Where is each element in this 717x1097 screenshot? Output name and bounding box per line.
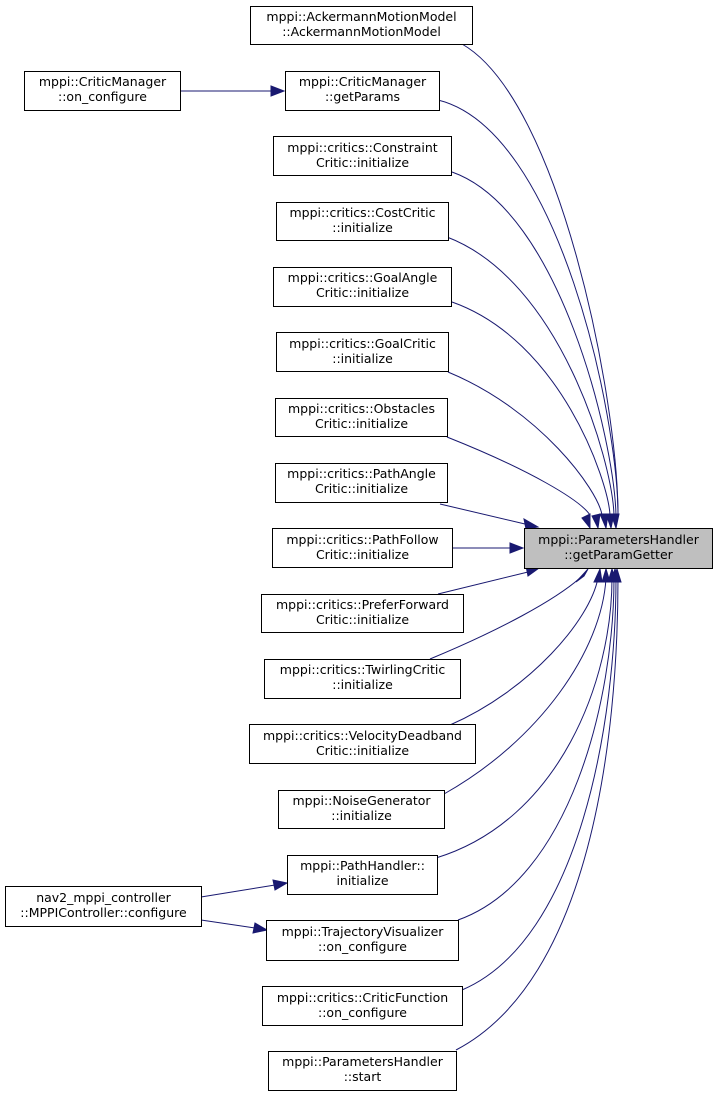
edge-pathhandler bbox=[435, 577, 613, 859]
node-pathfollow-line1: mppi::critics::PathFollow bbox=[286, 532, 438, 547]
arrowhead-pathfollow bbox=[509, 542, 525, 554]
node-criticfn[interactable]: mppi::critics::CriticFunction ::on_confi… bbox=[262, 986, 463, 1026]
node-noise-line1: mppi::NoiseGenerator bbox=[292, 793, 431, 808]
node-obstacles[interactable]: mppi::critics::Obstacles Critic::initial… bbox=[275, 398, 448, 437]
arrowhead-top-4 bbox=[591, 513, 601, 530]
node-focus-line1: mppi::ParametersHandler bbox=[538, 532, 700, 547]
edge-criticfn bbox=[461, 577, 617, 991]
node-noise[interactable]: mppi::NoiseGenerator ::initialize bbox=[278, 790, 445, 829]
node-pathangle[interactable]: mppi::critics::PathAngle Critic::initial… bbox=[275, 463, 448, 503]
node-cost[interactable]: mppi::critics::CostCritic ::initialize bbox=[276, 202, 449, 241]
node-velocity[interactable]: mppi::critics::VelocityDeadband Critic::… bbox=[249, 724, 476, 764]
node-preferforward-line1: mppi::critics::PreferForward bbox=[276, 597, 449, 612]
node-pathangle-line1: mppi::critics::PathAngle bbox=[287, 466, 436, 481]
node-trajviz-line2: ::on_configure bbox=[318, 939, 407, 954]
node-cost-line2: ::initialize bbox=[332, 220, 393, 235]
node-noise-line2: ::initialize bbox=[331, 808, 392, 823]
node-preferforward[interactable]: mppi::critics::PreferForward Critic::ini… bbox=[261, 594, 464, 633]
arrowhead-trajviz bbox=[252, 922, 269, 934]
node-cm-on-configure-line1: mppi::CriticManager bbox=[39, 74, 167, 89]
node-obstacles-line1: mppi::critics::Obstacles bbox=[288, 401, 435, 416]
node-pathhandler-line2: initialize bbox=[336, 873, 388, 888]
node-ackermann-line2: ::AckermannMotionModel bbox=[282, 24, 441, 39]
arrowheads bbox=[252, 85, 622, 934]
arrowhead-cm-getparams bbox=[270, 85, 286, 97]
edge-trajviz bbox=[457, 577, 615, 921]
edge-obstacles bbox=[446, 436, 591, 516]
edge-cost bbox=[446, 236, 615, 516]
node-constraint-line2: Critic::initialize bbox=[316, 155, 409, 170]
arrowhead-bottom-1 bbox=[575, 568, 589, 583]
arrowhead-top-5 bbox=[581, 513, 591, 530]
edge-ph-start bbox=[455, 577, 619, 1051]
node-constraint-line1: mppi::critics::Constraint bbox=[287, 140, 438, 155]
node-twirling-line1: mppi::critics::TwirlingCritic bbox=[280, 662, 446, 677]
edge-preferforward bbox=[437, 571, 529, 595]
node-cm-getparams-line1: mppi::CriticManager bbox=[299, 74, 427, 89]
edge-velocity bbox=[449, 577, 599, 726]
node-constraint[interactable]: mppi::critics::Constraint Critic::initia… bbox=[273, 136, 452, 176]
node-cm-getparams[interactable]: mppi::CriticManager ::getParams bbox=[285, 71, 440, 111]
edges bbox=[180, 43, 619, 1051]
node-pathhandler-line1: mppi::PathHandler:: bbox=[300, 858, 425, 873]
node-cm-on-configure-line2: ::on_configure bbox=[58, 89, 147, 104]
node-ackermann[interactable]: mppi::AckermannMotionModel ::AckermannMo… bbox=[250, 6, 473, 45]
node-goalangle-line2: Critic::initialize bbox=[316, 285, 409, 300]
node-goal-line1: mppi::critics::GoalCritic bbox=[289, 336, 436, 351]
node-pathhandler[interactable]: mppi::PathHandler:: initialize bbox=[287, 855, 438, 895]
edge-constraint bbox=[451, 171, 617, 516]
node-nav2-configure[interactable]: nav2_mppi_controller ::MPPIController::c… bbox=[5, 886, 202, 927]
node-focus-line2: ::getParamGetter bbox=[564, 547, 673, 562]
edge-pathangle bbox=[439, 503, 526, 525]
node-goal-line2: ::initialize bbox=[332, 351, 393, 366]
edge-twirling bbox=[429, 577, 581, 660]
node-velocity-line2: Critic::initialize bbox=[316, 743, 409, 758]
node-goalangle[interactable]: mppi::critics::GoalAngle Critic::initial… bbox=[273, 267, 452, 307]
node-twirling[interactable]: mppi::critics::TwirlingCritic ::initiali… bbox=[264, 659, 461, 699]
node-trajviz[interactable]: mppi::TrajectoryVisualizer ::on_configur… bbox=[266, 920, 459, 961]
nodes: mppi::AckermannMotionModel ::AckermannMo… bbox=[5, 6, 713, 1091]
arrowhead-top-3 bbox=[599, 513, 609, 530]
node-nav2-line2: ::MPPIController::configure bbox=[20, 905, 187, 920]
node-criticfn-line2: ::on_configure bbox=[318, 1005, 407, 1020]
arrowhead-bottom-6 bbox=[612, 567, 622, 583]
node-velocity-line1: mppi::critics::VelocityDeadband bbox=[263, 728, 462, 743]
node-pathangle-line2: Critic::initialize bbox=[315, 481, 408, 496]
node-ph-start-line1: mppi::ParametersHandler bbox=[282, 1054, 444, 1069]
node-ph-start[interactable]: mppi::ParametersHandler ::start bbox=[268, 1051, 457, 1091]
arrowhead-bottom-3 bbox=[601, 567, 611, 583]
node-criticfn-line1: mppi::critics::CriticFunction bbox=[277, 990, 448, 1005]
edge-goal bbox=[447, 371, 603, 516]
arrowhead-bottom-2 bbox=[593, 567, 603, 583]
node-obstacles-line2: Critic::initialize bbox=[315, 416, 408, 431]
node-goalangle-line1: mppi::critics::GoalAngle bbox=[288, 270, 438, 285]
node-ackermann-line1: mppi::AckermannMotionModel bbox=[266, 9, 456, 24]
arrowhead-pathhandler bbox=[272, 879, 289, 891]
node-goal[interactable]: mppi::critics::GoalCritic ::initialize bbox=[276, 332, 449, 372]
arrowhead-pathangle bbox=[523, 518, 540, 530]
edge-ackermann bbox=[461, 43, 619, 516]
node-pathfollow[interactable]: mppi::critics::PathFollow Critic::initia… bbox=[272, 528, 453, 568]
node-twirling-line2: ::initialize bbox=[332, 677, 393, 692]
edge-nav2-trajviz bbox=[200, 919, 256, 929]
node-ph-start-line2: ::start bbox=[344, 1069, 382, 1084]
edge-nav2-pathhandler bbox=[200, 884, 276, 898]
edge-cm-getparams bbox=[437, 99, 619, 516]
node-focus-getparamgetter[interactable]: mppi::ParametersHandler ::getParamGetter bbox=[524, 528, 713, 569]
node-cost-line1: mppi::critics::CostCritic bbox=[290, 205, 436, 220]
node-nav2-line1: nav2_mppi_controller bbox=[36, 890, 171, 905]
edge-goalangle bbox=[451, 301, 611, 516]
node-trajviz-line1: mppi::TrajectoryVisualizer bbox=[282, 924, 445, 939]
node-pathfollow-line2: Critic::initialize bbox=[316, 547, 409, 562]
node-cm-on-configure[interactable]: mppi::CriticManager ::on_configure bbox=[24, 71, 181, 111]
node-preferforward-line2: Critic::initialize bbox=[316, 612, 409, 627]
node-cm-getparams-line2: ::getParams bbox=[325, 89, 400, 104]
edge-noise bbox=[443, 577, 607, 795]
